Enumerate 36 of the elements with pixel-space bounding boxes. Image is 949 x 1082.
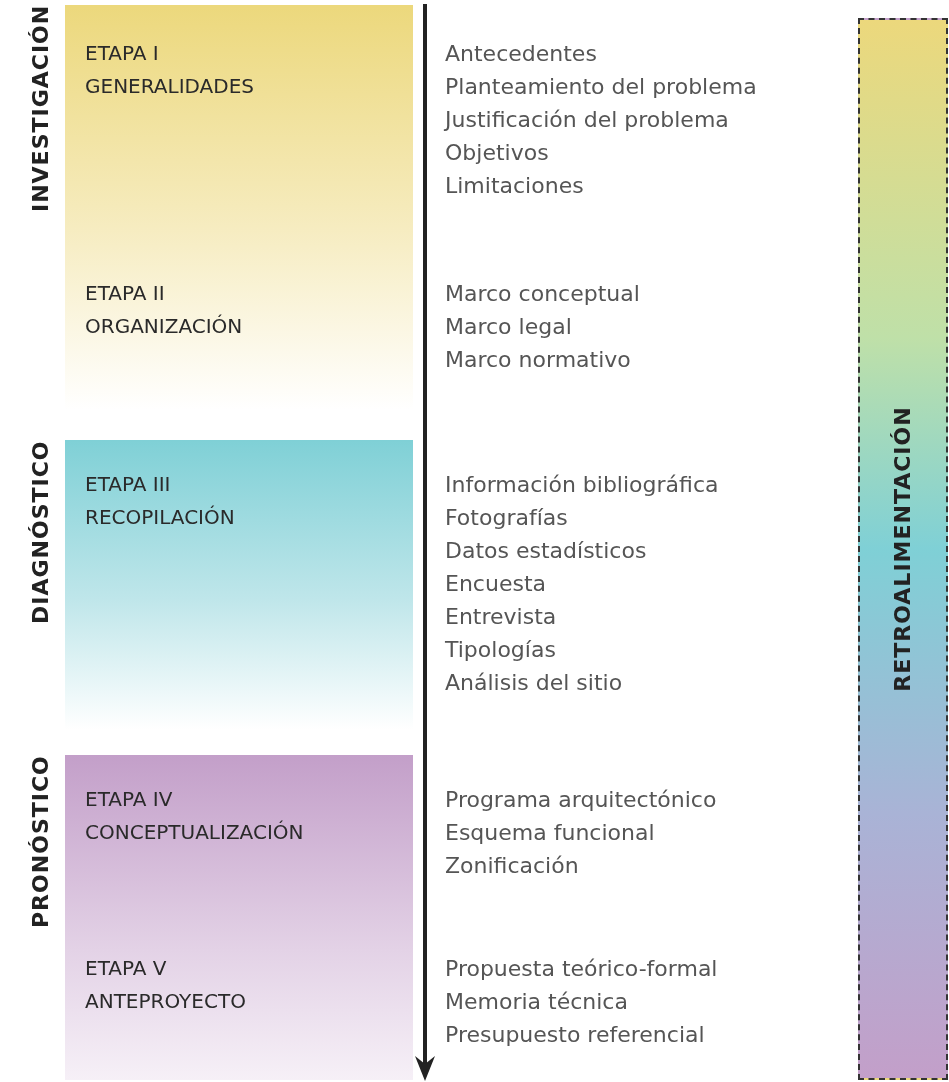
list-item: Fotografías: [445, 504, 568, 532]
list-item: Antecedentes: [445, 40, 597, 68]
stage-name: GENERALIDADES: [85, 73, 254, 100]
list-item: Objetivos: [445, 139, 549, 167]
stage-number: ETAPA IV: [85, 786, 173, 813]
list-item: Marco normativo: [445, 346, 631, 374]
list-item: Zonificación: [445, 852, 579, 880]
list-item: Propuesta teórico-formal: [445, 955, 718, 983]
stage-number: ETAPA I: [85, 40, 159, 67]
list-item: Planteamiento del problema: [445, 73, 757, 101]
list-item: Información bibliográfica: [445, 471, 719, 499]
list-item: Presupuesto referencial: [445, 1021, 705, 1049]
list-item: Justificación del problema: [445, 106, 729, 134]
stage-name: CONCEPTUALIZACIÓN: [85, 819, 304, 846]
feedback-label: RETROALIMENTACIÓN: [890, 406, 915, 692]
list-item: Marco legal: [445, 313, 572, 341]
list-item: Esquema funcional: [445, 819, 655, 847]
stage-number: ETAPA II: [85, 280, 165, 307]
list-item: Datos estadísticos: [445, 537, 647, 565]
stage-name: RECOPILACIÓN: [85, 504, 235, 531]
list-item: Memoria técnica: [445, 988, 628, 1016]
list-item: Marco conceptual: [445, 280, 640, 308]
stage-number: ETAPA III: [85, 471, 171, 498]
list-item: Encuesta: [445, 570, 546, 598]
phase-label: DIAGNÓSTICO: [28, 440, 53, 626]
feedback-bar: [858, 18, 948, 1080]
stage-name: ANTEPROYECTO: [85, 988, 246, 1015]
list-item: Entrevista: [445, 603, 557, 631]
list-item: Limitaciones: [445, 172, 584, 200]
phase-label: PRONÓSTICO: [28, 755, 53, 930]
phase-label: INVESTIGACIÓN: [28, 5, 53, 215]
stage-number: ETAPA V: [85, 955, 167, 982]
stage-name: ORGANIZACIÓN: [85, 313, 243, 340]
list-item: Programa arquitectónico: [445, 786, 717, 814]
list-item: Análisis del sitio: [445, 669, 623, 697]
list-item: Tipologías: [445, 636, 556, 664]
